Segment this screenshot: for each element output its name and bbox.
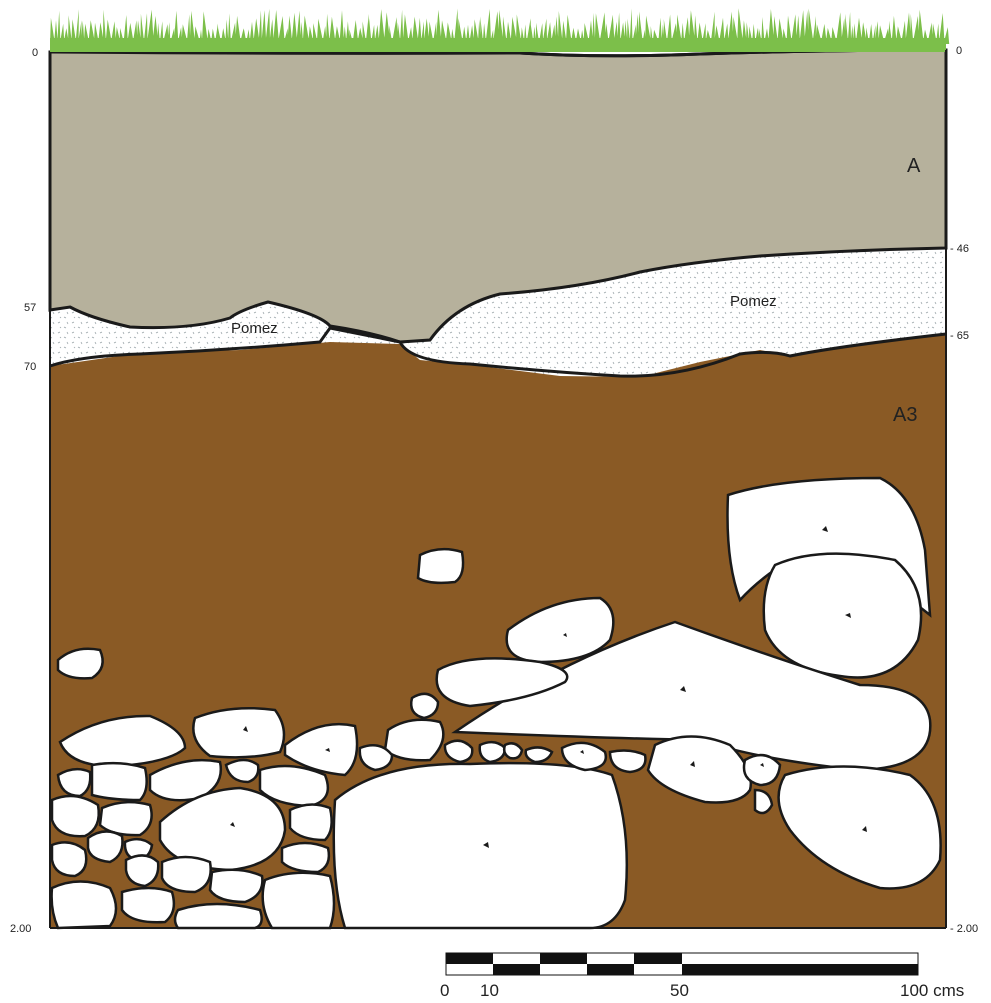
stone [193,708,284,757]
grass-fringe [50,8,949,52]
stone [411,694,438,718]
scale-label-100: 100 cms [900,981,964,1000]
depth-tick-right-0: 0 [956,45,962,57]
stone [210,870,262,902]
depth-tick-left-70: 70 [24,361,36,373]
stone [480,742,505,762]
stone [52,882,116,929]
depth-tick-left-57: 57 [24,302,36,314]
stone [52,842,86,876]
stone [290,804,332,840]
stone [175,904,262,928]
stone [282,843,329,872]
scale-label-0: 0 [440,981,449,1000]
stone [334,763,627,928]
layer-a3-label: A3 [893,404,917,426]
pomez-left-label: Pomez [231,320,278,337]
stone [92,763,147,800]
stone [52,796,99,836]
stone [162,857,211,892]
depth-tick-left-200: 2.00 [10,923,31,935]
scale-label-10: 10 [480,981,499,1000]
stone [418,549,463,583]
layer-a-label: A [907,155,921,177]
depth-tick-right-65: - 65 [950,330,969,342]
stone [100,802,152,835]
stone [126,855,158,886]
depth-tick-right-200: - 2.00 [950,923,978,935]
scale-bar [446,953,918,975]
scale-label-50: 50 [670,981,689,1000]
pomez-right-label: Pomez [730,293,777,310]
stone [504,743,522,758]
depth-tick-left-0: 0 [32,47,38,59]
stone [744,755,780,785]
depth-tick-right-46: - 46 [950,243,969,255]
stone [263,873,334,928]
stone [764,554,921,678]
stone [122,888,174,922]
stone [88,831,123,862]
stone [385,720,443,761]
